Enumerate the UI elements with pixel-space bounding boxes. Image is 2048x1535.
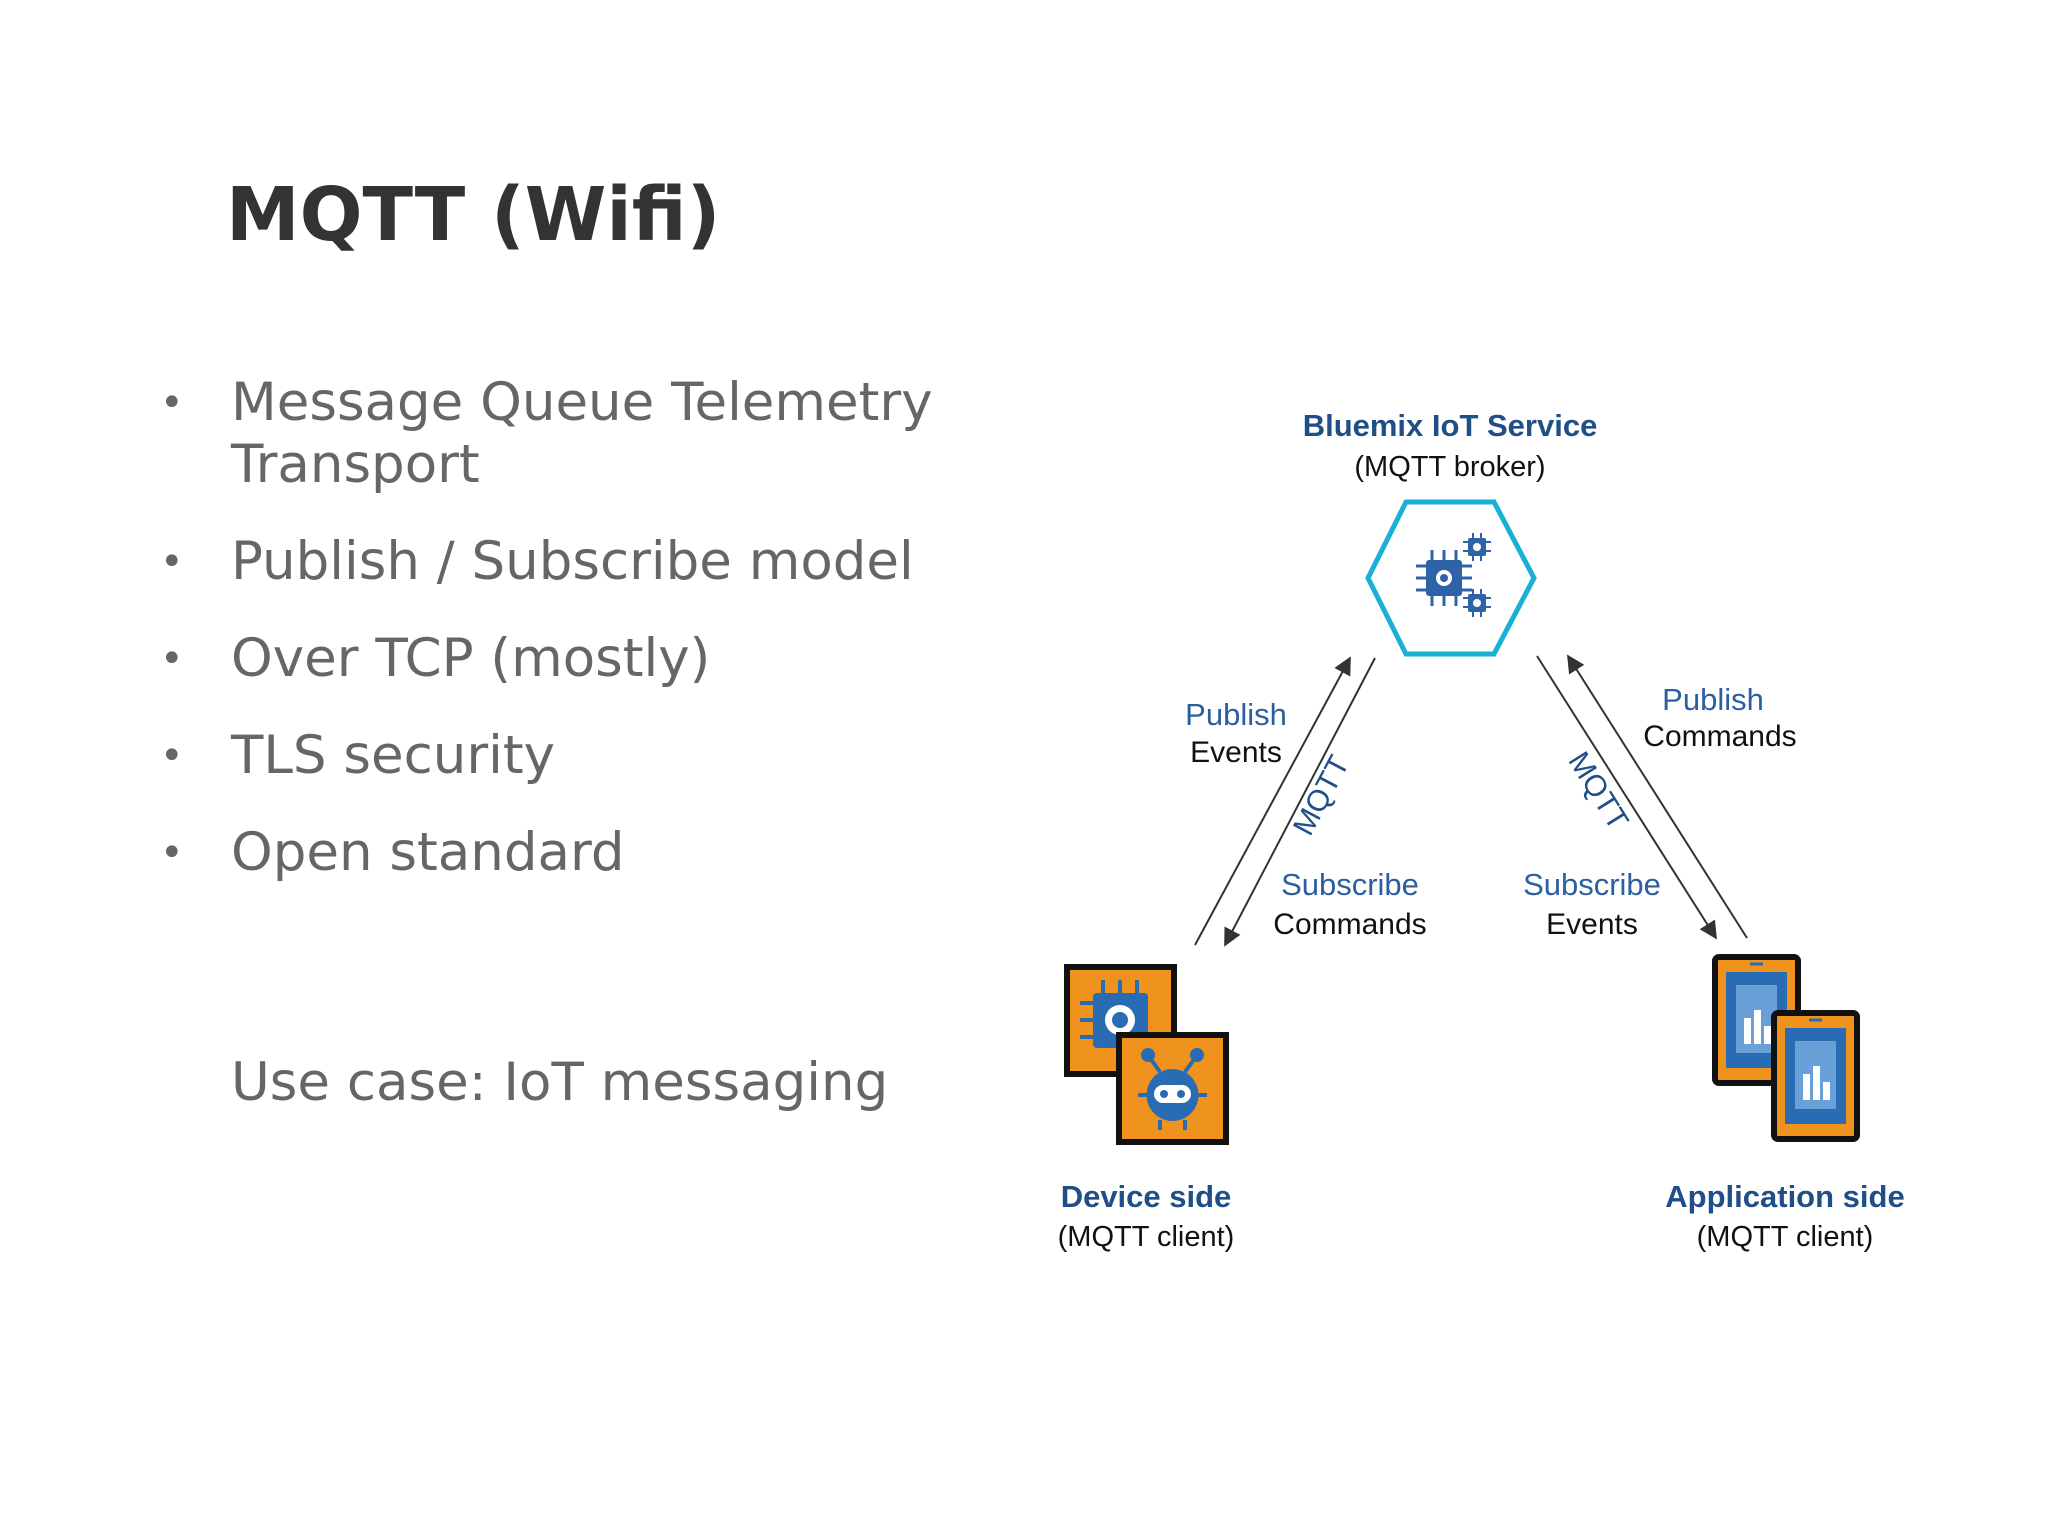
chip-icon [1416,533,1491,617]
right-publish-arrow [1567,654,1748,939]
broker-hexagon [1365,499,1537,657]
application-title: Application side [1665,1179,1904,1214]
right-up-noun: Commands [1643,720,1796,753]
bullet-list: • Message Queue Telemetry Transport • Publ… [160,372,1020,919]
left-up-noun: Events [1190,736,1282,769]
bullet-item: • Over TCP (mostly) [160,628,1020,690]
device-title: Device side [1061,1179,1232,1214]
use-case-text: Use case: IoT messaging [231,1052,889,1113]
bullet-text: Message Queue Telemetry Transport [231,372,933,495]
tablet-app-icon [1712,954,1860,1142]
bullet-item: • Open standard [160,822,1020,884]
broker-title: Bluemix IoT Service [1303,408,1598,443]
left-mqtt-label: MQTT [1287,750,1356,841]
bullet-item: • Publish / Subscribe model [160,531,1020,593]
application-subtitle: (MQTT client) [1697,1221,1874,1253]
right-up-verb: Publish [1662,682,1764,717]
left-publish-arrow [1194,656,1351,946]
bullet-text: Over TCP (mostly) [231,628,711,689]
bullet-item: • Message Queue Telemetry Transport [160,372,1020,496]
bullet-dot: • [160,539,184,585]
bullet-dot: • [160,636,184,682]
slide-title: MQTT (Wifi) [226,172,721,258]
left-down-verb: Subscribe [1281,867,1419,902]
bullet-dot: • [160,733,184,779]
robot-device-icon [1064,964,1229,1145]
right-down-verb: Subscribe [1523,867,1661,902]
broker-subtitle: (MQTT broker) [1354,451,1545,483]
right-down-noun: Events [1546,908,1638,941]
bullet-item: • TLS security [160,725,1020,787]
device-subtitle: (MQTT client) [1058,1221,1235,1253]
left-up-verb: Publish [1185,697,1287,732]
right-subscribe-arrow [1536,655,1717,940]
left-subscribe-arrow [1224,657,1376,947]
bullet-dot: • [160,830,184,876]
bullet-text: Open standard [231,822,625,883]
left-down-noun: Commands [1273,908,1426,941]
bullet-text: Publish / Subscribe model [231,531,914,592]
bullet-text: TLS security [231,725,556,786]
bullet-dot: • [160,380,184,426]
